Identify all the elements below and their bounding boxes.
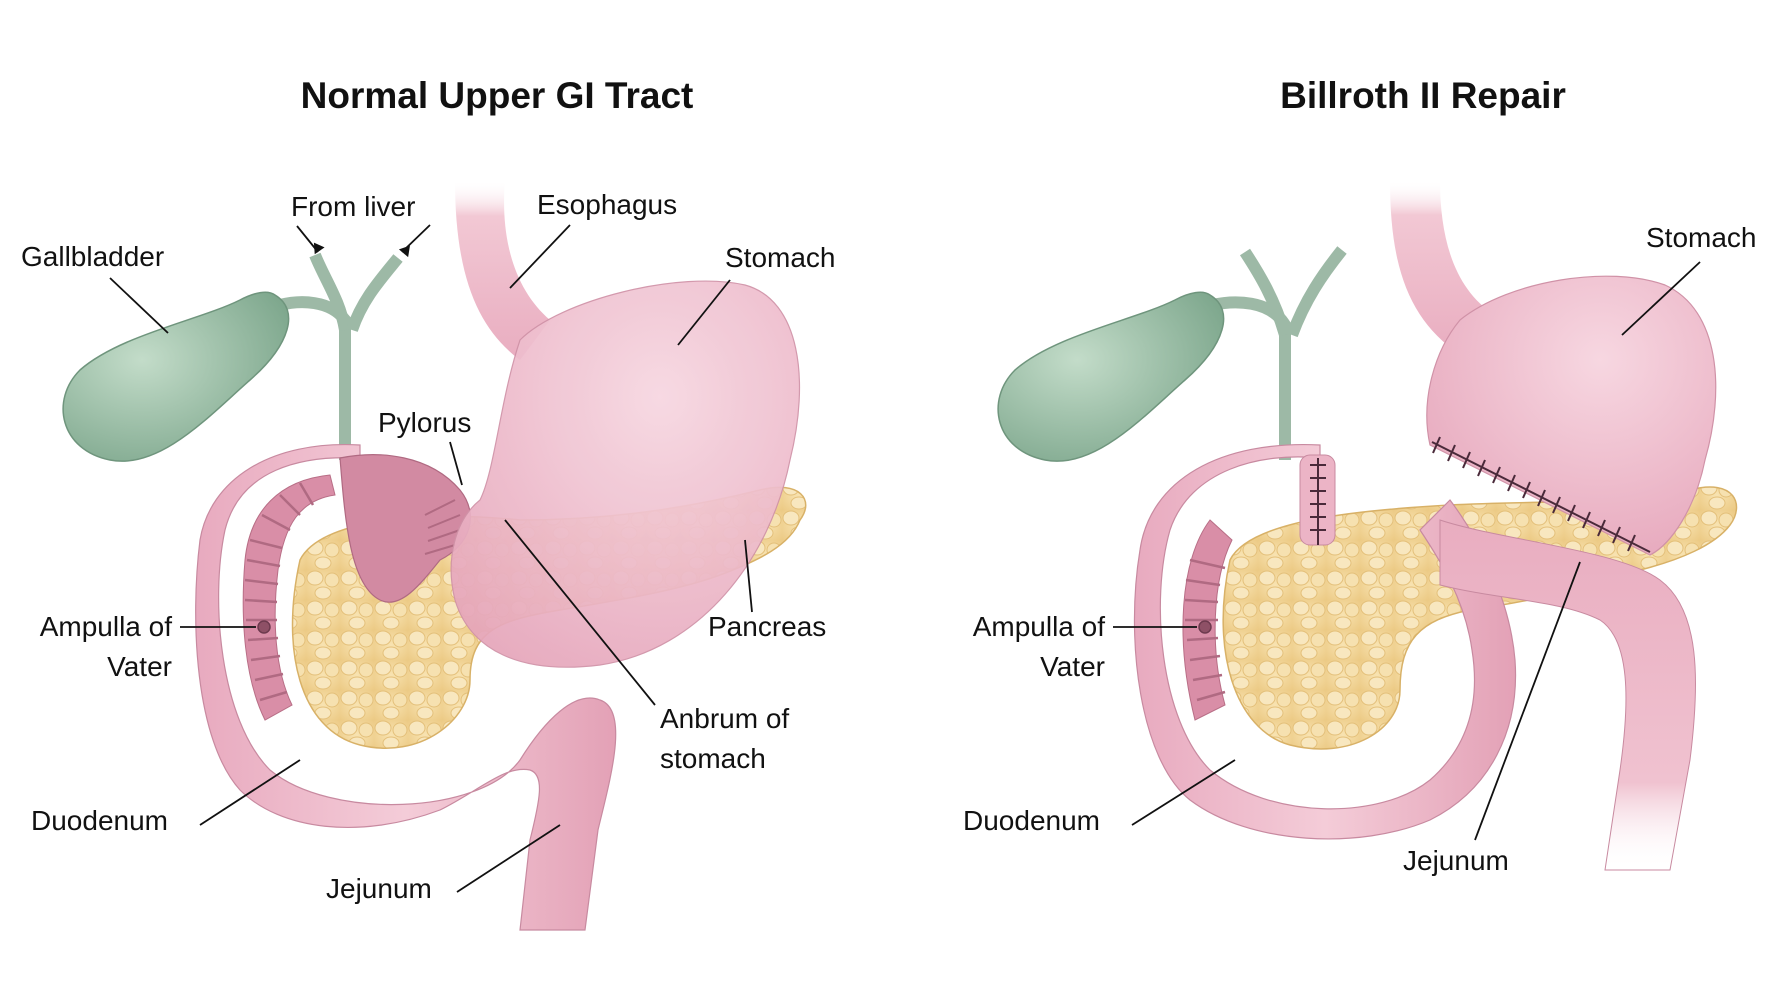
esophagus-organ [455, 180, 550, 360]
billroth-labels: Stomach Ampulla of Vater Duodenum Jejunu… [963, 222, 1757, 876]
bile-ducts-2 [1210, 246, 1347, 460]
label-antrum-line1: Anbrum of [660, 703, 789, 734]
stump-sutures [1310, 458, 1326, 545]
label-antrum-line2: stomach [660, 743, 766, 774]
pylorus-rings [424, 499, 461, 555]
ampulla-of-vater [257, 620, 271, 634]
duodenum-folds-2 [1182, 519, 1233, 721]
label-ampulla-2-line1: Ampulla of [973, 611, 1106, 642]
label-ampulla-line1: Ampulla of [40, 611, 173, 642]
pylorus-organ [339, 454, 471, 603]
label-esophagus: Esophagus [537, 189, 677, 220]
duodenum-organ [195, 443, 617, 931]
billroth-panel: Billroth II Repair [963, 75, 1757, 876]
normal-panel: Normal Upper GI Tract [21, 75, 836, 931]
gallbladder-organ-2 [997, 291, 1225, 462]
label-pancreas: Pancreas [708, 611, 826, 642]
label-from-liver: From liver [291, 191, 415, 222]
label-pylorus: Pylorus [378, 407, 471, 438]
stomach-organ [450, 280, 801, 668]
bile-ducts [278, 252, 403, 460]
label-stomach: Stomach [725, 242, 836, 273]
stomach-remnant-organ [1426, 275, 1717, 556]
gallbladder-organ [62, 291, 290, 462]
label-jejunum-2: Jejunum [1403, 845, 1509, 876]
normal-panel-title: Normal Upper GI Tract [301, 75, 694, 116]
suture-line [1431, 436, 1651, 553]
label-jejunum: Jejunum [326, 873, 432, 904]
duodenum-folds [242, 474, 336, 721]
label-duodenum-2: Duodenum [963, 805, 1100, 836]
billroth-panel-title: Billroth II Repair [1280, 75, 1566, 116]
esophagus-organ-2 [1390, 180, 1495, 355]
label-ampulla-line2: Vater [107, 651, 172, 682]
normal-labels: Gallbladder From liver Esophagus Stomach… [21, 189, 836, 904]
label-gallbladder: Gallbladder [21, 241, 164, 272]
ampulla-of-vater-2 [1198, 620, 1212, 634]
label-ampulla-2-line2: Vater [1040, 651, 1105, 682]
label-stomach-2: Stomach [1646, 222, 1757, 253]
label-duodenum: Duodenum [31, 805, 168, 836]
duodenum-organ-2 [1133, 443, 1517, 840]
